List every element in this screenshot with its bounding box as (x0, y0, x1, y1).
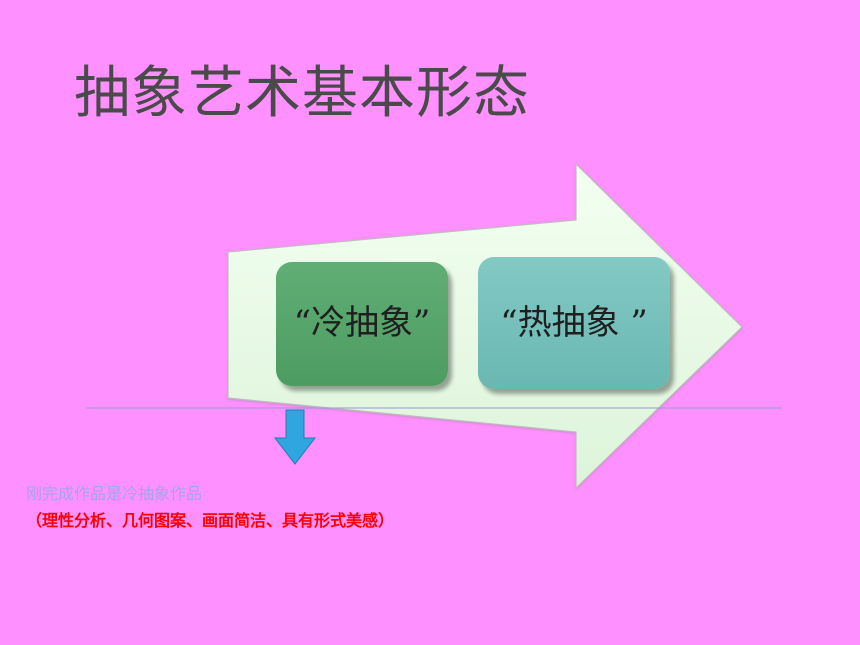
note-text: （理性分析、几何图案、画面简洁、具有形式美感） (26, 511, 395, 530)
down-arrow-icon (273, 409, 317, 465)
cold-abstraction-box (276, 262, 448, 386)
hot-abstraction-box (478, 257, 670, 389)
hot-abstraction-label: “热抽象 ” (500, 303, 648, 343)
cold-abstraction-label: “冷抽象” (293, 303, 431, 343)
slide-title: 抽象艺术基本形态 (74, 61, 530, 126)
caption-text: 刚完成作品是冷抽象作品 (26, 484, 203, 503)
